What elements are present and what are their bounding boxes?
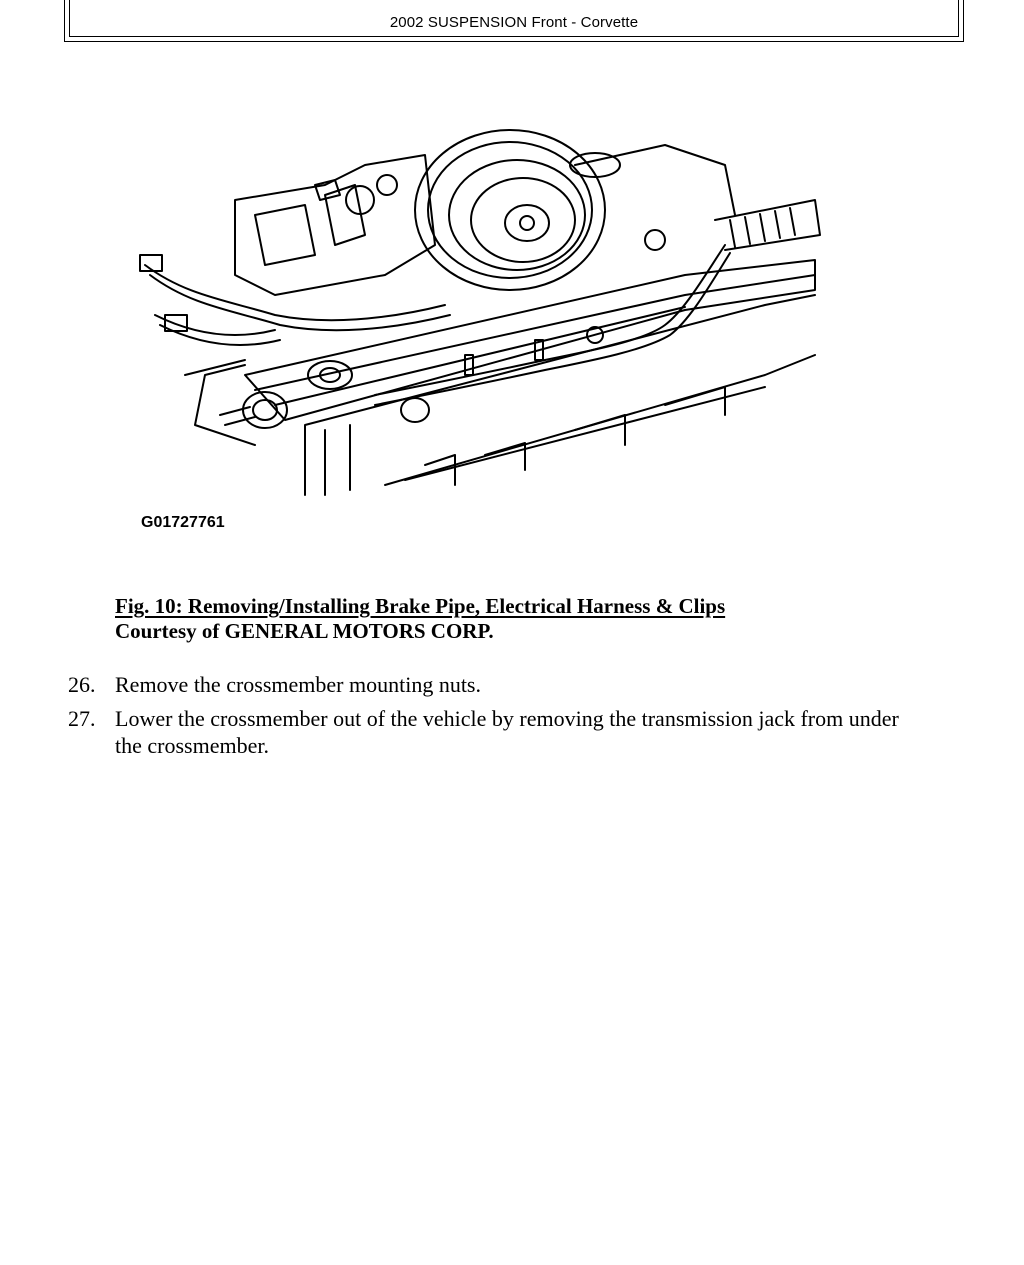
page-header-inner-border (69, 0, 959, 37)
procedure-step: 26. Remove the crossmember mounting nuts… (68, 671, 928, 698)
figure-caption-credit: Courtesy of GENERAL MOTORS CORP. (115, 619, 494, 643)
figure-id-label: G01727761 (141, 514, 225, 531)
step-number: 26. (68, 672, 96, 697)
page-header-title: 2002 SUSPENSION Front - Corvette (389, 14, 639, 31)
step-text: Lower the crossmember out of the vehicle… (115, 706, 899, 758)
step-number: 27. (68, 706, 96, 731)
step-text: Remove the crossmember mounting nuts. (115, 672, 481, 697)
figure-caption: Fig. 10: Removing/Installing Brake Pipe,… (115, 594, 725, 644)
suspension-line-drawing (125, 125, 825, 505)
procedure-steps: 26. Remove the crossmember mounting nuts… (68, 671, 928, 766)
figure-caption-title: Fig. 10: Removing/Installing Brake Pipe,… (115, 594, 726, 618)
procedure-step: 27. Lower the crossmember out of the veh… (68, 705, 928, 759)
page-header: 2002 SUSPENSION Front - Corvette (64, 0, 964, 42)
